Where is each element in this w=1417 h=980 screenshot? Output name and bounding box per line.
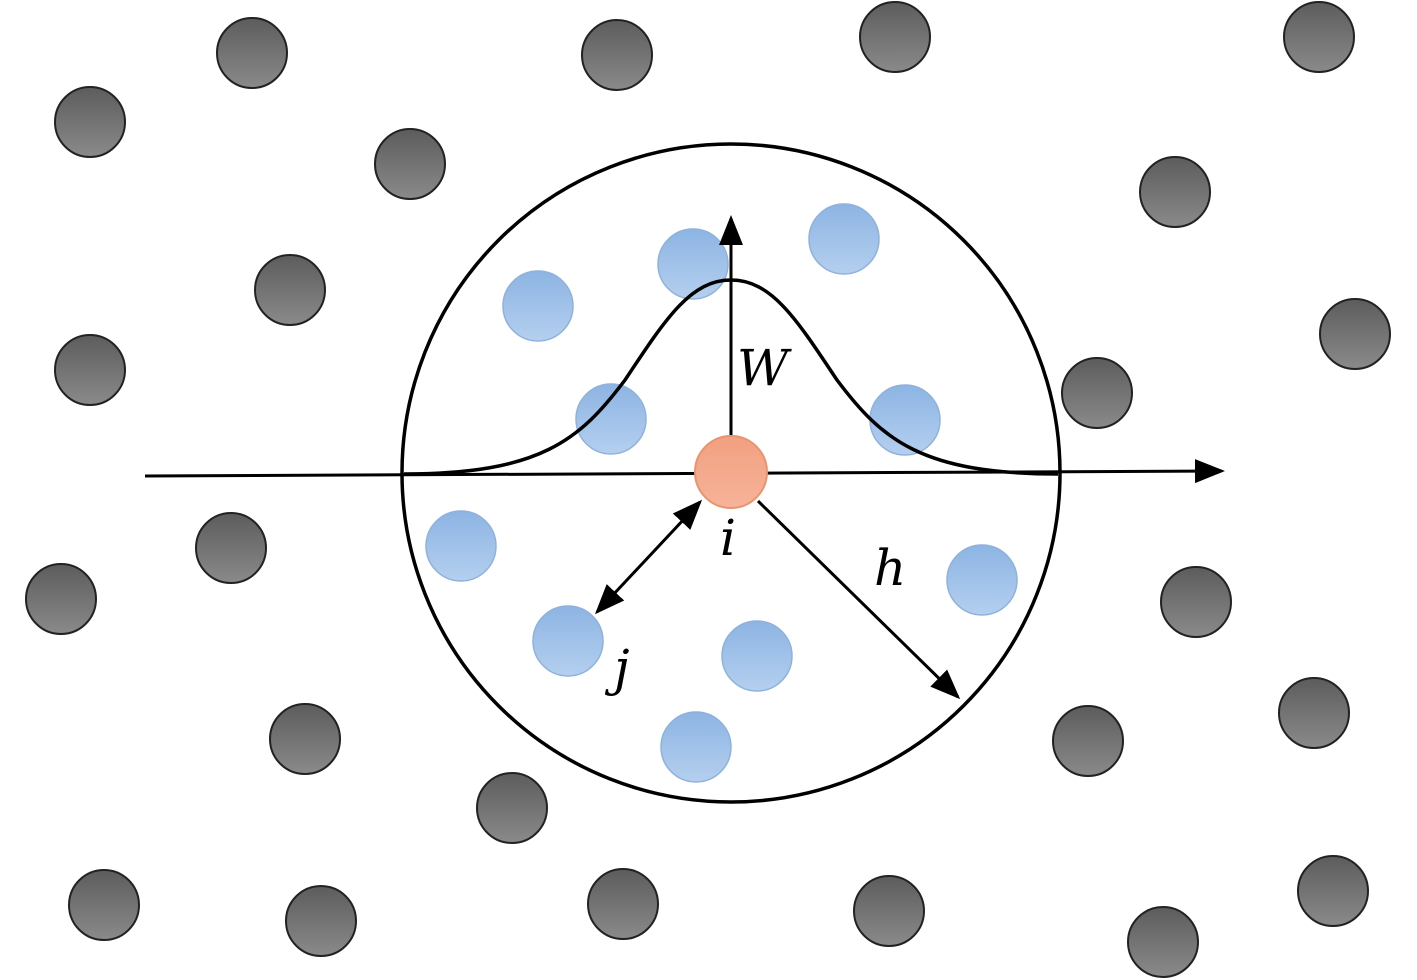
outside-particles: [25, 1, 1391, 978]
neighbor-particle: [808, 203, 880, 275]
outside-particle: [269, 703, 341, 775]
particle-label-i: i: [720, 509, 736, 567]
outside-particle: [1278, 677, 1350, 749]
smoothing-length-label-h: h: [874, 539, 906, 597]
neighbor-particle: [660, 711, 732, 783]
particle-label-j: j: [604, 639, 630, 697]
outside-particle: [1319, 298, 1391, 370]
outside-particle: [1139, 156, 1211, 228]
smoothing-length-arrow: [756, 499, 961, 700]
outside-particle: [68, 869, 140, 941]
neighbor-particle: [575, 383, 647, 455]
outside-particle: [859, 1, 931, 73]
neighbor-particles: [425, 203, 1018, 783]
outside-particle: [476, 772, 548, 844]
neighbor-particle: [721, 620, 793, 692]
outside-particle: [1160, 566, 1232, 638]
neighbor-particle: [425, 510, 497, 582]
outside-particle: [374, 128, 446, 200]
outside-particle: [25, 563, 97, 635]
horizontal-axis-arrow: [144, 459, 1225, 484]
distance-arrow-ij: [594, 499, 703, 615]
outside-particle: [54, 334, 126, 406]
neighbor-particle: [657, 228, 729, 300]
outside-particle: [1283, 1, 1355, 73]
outside-particle: [853, 875, 925, 947]
outside-particle: [285, 885, 357, 957]
outside-particle: [254, 254, 326, 326]
outside-particle: [581, 19, 653, 91]
neighbor-particle: [946, 544, 1018, 616]
outside-particle: [54, 86, 126, 158]
outside-particle: [1061, 357, 1133, 429]
outside-particle: [587, 868, 659, 940]
outside-particle: [216, 17, 288, 89]
outside-particle: [195, 512, 267, 584]
outside-particle: [1052, 705, 1124, 777]
neighbor-particle-j: [532, 605, 604, 677]
kernel-label-w: W: [737, 339, 792, 397]
neighbor-particle: [502, 270, 574, 342]
outside-particle: [1297, 855, 1369, 927]
outside-particle: [1127, 906, 1199, 978]
center-particle-i: [694, 435, 768, 509]
